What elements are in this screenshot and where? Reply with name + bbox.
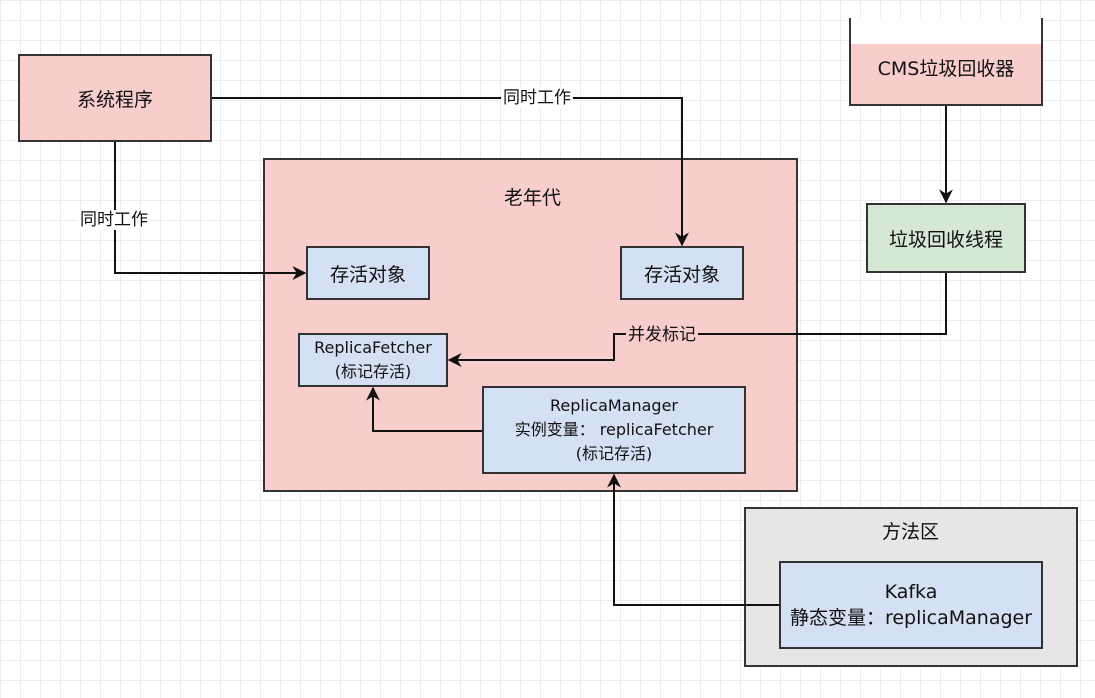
edge-manager-to-fetcher — [366, 386, 482, 432]
edge-system-to-left-object — [114, 142, 307, 280]
kafka-line1: Kafka — [884, 581, 938, 603]
kafka-line2: 静态变量：replicaManager — [789, 607, 1033, 629]
replica-manager-line1: ReplicaManager — [549, 396, 679, 415]
replica-manager-line3: (标记存活) — [575, 444, 653, 463]
gc-thread-node: 垃圾回收线程 — [866, 203, 1026, 273]
old-gen-title: 老年代 — [504, 187, 562, 209]
kafka-node: Kafka 静态变量：replicaManager — [779, 561, 1043, 649]
live-object-right-node: 存活对象 — [620, 246, 744, 300]
system-program-label: 系统程序 — [76, 88, 153, 111]
live-object-right-label: 存活对象 — [643, 263, 720, 286]
replica-fetcher-line1: ReplicaFetcher — [314, 338, 432, 357]
edge-gc-to-fetcher — [447, 273, 947, 367]
gc-thread-label: 垃圾回收线程 — [888, 228, 1003, 251]
live-object-left-node: 存活对象 — [306, 246, 430, 300]
edge-label-system-to-right-object: 同时工作 — [501, 88, 573, 108]
replica-fetcher-node: ReplicaFetcher (标记存活) — [298, 333, 448, 387]
cms-collector-label: CMS垃圾回收器 — [877, 57, 1015, 80]
cms-collector-node: CMS垃圾回收器 — [849, 18, 1043, 106]
edge-label-system-to-left-object: 同时工作 — [78, 210, 150, 230]
edge-kafka-to-manager — [607, 473, 779, 606]
replica-fetcher-line2: (标记存活) — [334, 362, 412, 381]
edge-label-gc-to-fetcher: 并发标记 — [626, 325, 698, 345]
method-area-title: 方法区 — [882, 521, 940, 543]
edge-system-to-right-object — [212, 97, 689, 247]
replica-manager-node: ReplicaManager 实例变量： replicaFetcher (标记存… — [482, 386, 746, 474]
system-program-node: 系统程序 — [18, 54, 212, 142]
replica-manager-line2: 实例变量： replicaFetcher — [514, 420, 714, 439]
live-object-left-label: 存活对象 — [329, 263, 406, 286]
